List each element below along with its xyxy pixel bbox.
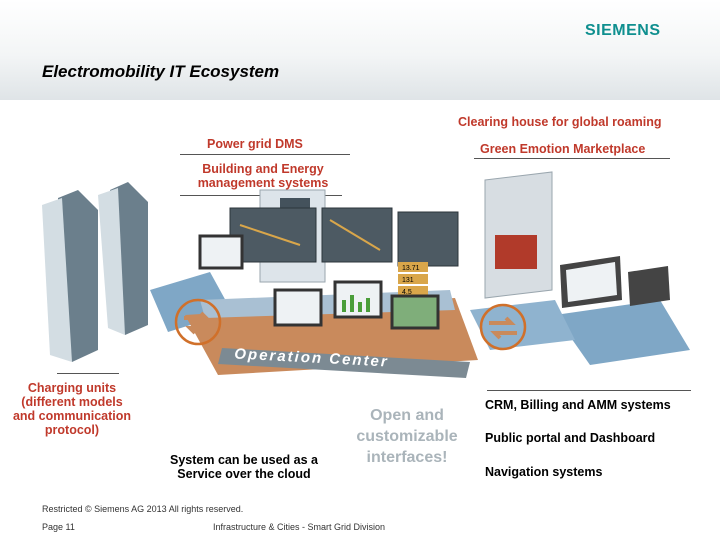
label-charging-line1: Charging units <box>27 381 117 395</box>
footer-page-number: Page 11 <box>42 522 75 532</box>
slide-header <box>0 0 720 100</box>
exchange-arrows-left-icon <box>174 298 222 346</box>
screen-readout-2: 131 <box>402 277 414 284</box>
label-navigation: Navigation systems <box>485 465 603 479</box>
video-wall: 13.71 131 4.5 <box>229 207 459 296</box>
label-charging-units: Charging units (different models and com… <box>2 381 142 437</box>
desk-monitors <box>198 234 440 330</box>
exchange-arrows-left-glyph <box>184 311 212 335</box>
operation-center-banner <box>218 348 470 378</box>
label-public-portal: Public portal and Dashboard <box>485 431 656 445</box>
label-clearing-house: Clearing house for global roaming <box>458 115 662 129</box>
label-crm-billing: CRM, Billing and AMM systems <box>485 398 671 412</box>
label-charging-line4: protocol) <box>44 423 100 437</box>
footer-restricted: Restricted © Siemens AG 2013 All rights … <box>42 504 244 514</box>
siemens-logo: SIEMENS <box>585 22 661 39</box>
open-line1: Open and <box>370 407 444 424</box>
right-floor-panel <box>555 300 690 365</box>
label-charging-line2: (different models <box>21 395 123 409</box>
footer-division: Infrastructure & Cities - Smart Grid Div… <box>213 522 386 532</box>
underline-green-emotion <box>474 158 670 159</box>
screen-readout-1: 13.71 <box>402 265 420 272</box>
open-line2: customizable <box>356 428 458 445</box>
operation-center-illustration: 13.71 131 4.5 Operation Center <box>42 171 690 378</box>
charging-station-2 <box>98 182 148 335</box>
label-power-grid-dms: Power grid DMS <box>207 137 303 151</box>
label-building-energy-line1: Building and Energy <box>202 162 324 176</box>
right-floor-panel-2 <box>470 300 575 350</box>
label-building-energy: Building and Energy management systems <box>178 162 348 190</box>
label-cloud-service: System can be used as a Service over the… <box>158 453 330 481</box>
underline-power-grid <box>180 154 350 155</box>
charging-station-1 <box>42 190 98 362</box>
underline-charging <box>57 373 119 374</box>
label-cloud-line1: System can be used as a <box>170 453 318 467</box>
exchange-arrows-right-icon <box>479 303 527 351</box>
label-cloud-line2: Service over the cloud <box>177 467 311 481</box>
exchange-arrows-right-glyph <box>489 316 517 340</box>
label-charging-line3: and communication <box>12 409 132 423</box>
page-title: Electromobility IT Ecosystem <box>42 62 280 81</box>
open-interfaces-callout: Open and customizable interfaces! <box>346 405 468 468</box>
right-kiosk <box>484 171 553 299</box>
label-green-emotion: Green Emotion Marketplace <box>480 142 646 156</box>
open-line3: interfaces! <box>366 449 448 466</box>
underline-crm <box>487 390 691 391</box>
screen-readout-3: 4.5 <box>402 289 412 296</box>
label-building-energy-line2: management systems <box>197 176 329 190</box>
right-monitors <box>560 256 670 308</box>
